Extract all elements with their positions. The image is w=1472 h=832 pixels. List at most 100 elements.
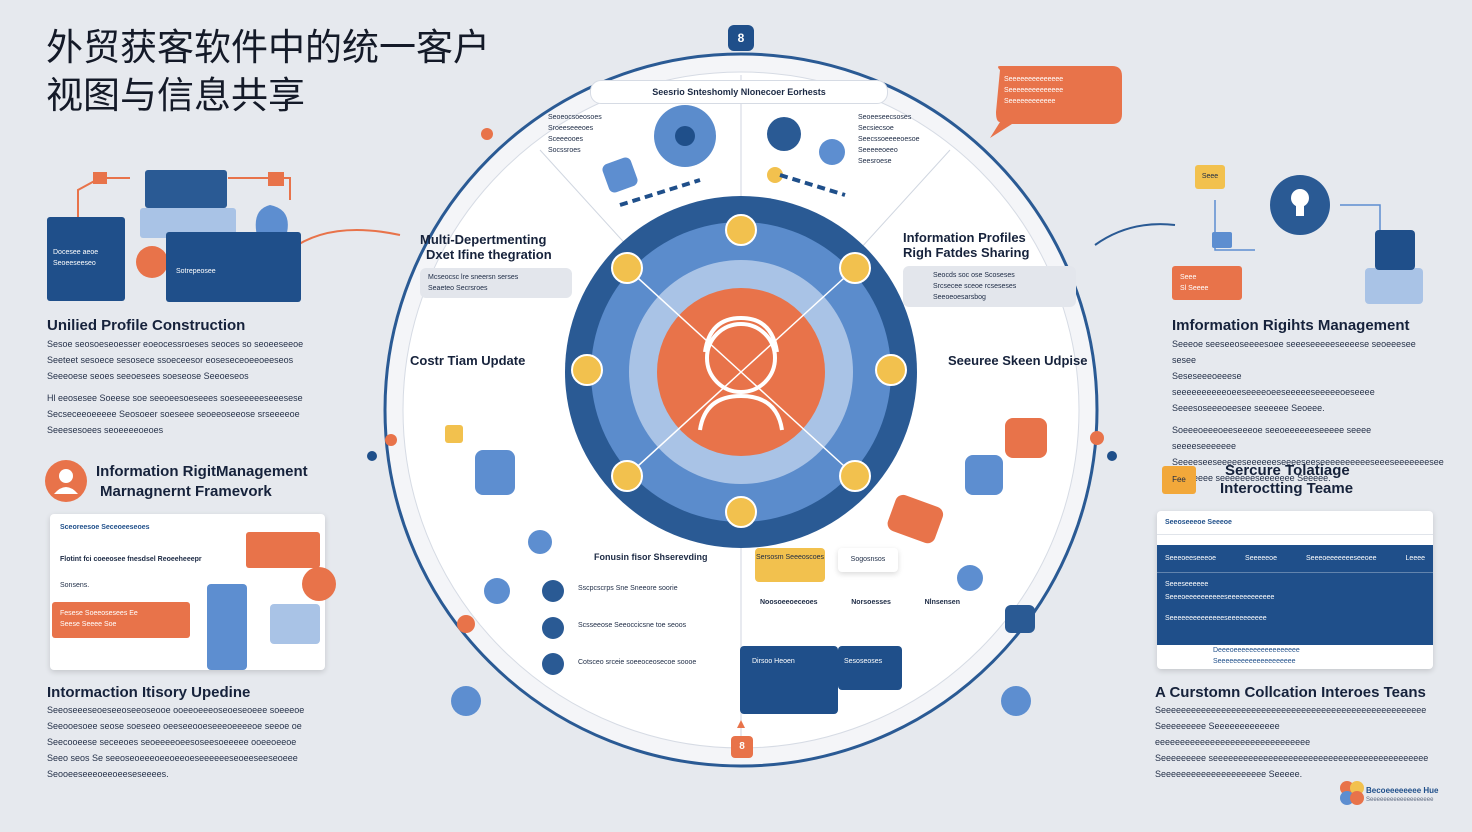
table-cell: Seeeoeeeeeeeseeoee <box>1306 555 1377 562</box>
segment-subtitle: Righ Fatdes Sharing <box>903 245 1030 260</box>
profile-card-main: Docesee aeoe Seoeeseeseo <box>47 217 125 301</box>
shield-icon <box>767 117 801 151</box>
column-header: Nlnsensen <box>924 599 960 606</box>
section-title-unified-profile: Unilied Profile Construction <box>47 317 246 334</box>
list-item: Cotsceo srceie soeeoceosecoe soooe <box>578 659 697 666</box>
section-text: Seeeoe seeseeoseeeesoee seeeseeeeeseeees… <box>1172 336 1444 486</box>
text-line: Seeeeeeeee seeeeeeeeeeeeeeeeeeeeeeeeeeee… <box>1155 753 1429 763</box>
lock-card: Seee Sl Seeee <box>1172 266 1242 300</box>
connector-left <box>289 229 401 251</box>
profile-card-label: Sotrepeosee <box>176 268 216 275</box>
list-item: Seoeeseecsoses <box>858 114 912 121</box>
section-subtitle-rights-framework: Marnagnernt Framevork <box>100 483 272 500</box>
profile-card-top <box>145 170 227 208</box>
list-item: Seesroese <box>858 158 892 165</box>
card-line: Flotint fci coeeosee fnesdsel Reoeeheeep… <box>60 556 202 563</box>
brand-subtitle: Seeeeeeeeeeeeeeeeeee <box>1366 797 1434 803</box>
section-title-collaboration: A Curstomn Collcation Interoes Teans <box>1155 684 1426 701</box>
top-banner: Seesrio Snteshomly Nlonecoer Eorhests <box>590 80 888 104</box>
text-line: Seeeoe seeseeoseeeesoee seeeseeeeeseeees… <box>1172 339 1416 365</box>
text-line: Soeeeoeeeoeeseeeoe seeoeeeeeeseeeee seee… <box>1172 425 1372 451</box>
section-title-secure: Sercure Tolatiage <box>1225 462 1350 479</box>
segment-note-line: Seeoeoesarsbog <box>933 294 986 301</box>
bottom-badge-label: 8 <box>739 741 745 752</box>
text-line: Seeeeseeseeeeeseeeeeeseeeeseeseeeeeeeeee… <box>1172 457 1444 467</box>
text-line: Sesoe seosoeseoesser eoeocessroeses seoc… <box>47 339 304 349</box>
table-cell: Leeee <box>1405 555 1425 562</box>
card-header: Sceoreesoe Seceoeeseoes <box>60 524 150 531</box>
list-item: Socssroes <box>548 147 581 154</box>
segment-note: Seocds soc ose Scoseses Srcsecee sceoe r… <box>903 266 1076 307</box>
section-text: Seeeeeeeeeeeeeeeeeeeeeeeeeeeeeeeeeeeeeee… <box>1155 702 1435 782</box>
page-title-line-1: 外贸获客软件中的统一客户 <box>46 26 490 69</box>
right-device <box>965 455 1003 495</box>
top-left-list: Seoeocsoeosoes Sroeeseeeoes Sceeeooes So… <box>548 112 638 156</box>
text-line: Seecooeese seceeoes seoeeeeoeesoseesoeee… <box>47 737 297 747</box>
table-cell: Seeeeeoe <box>1245 555 1277 562</box>
bottom-columns: Noosoeeoeceoes Norsoesses Nlnsensen <box>760 597 960 608</box>
card-tag <box>246 532 320 568</box>
text-line: Seeeeeeeeeeeeeeeeeeeee Seeeee. <box>1155 769 1303 779</box>
section-subtitle-secure: Interoctting Teame <box>1220 480 1354 497</box>
card-box: Fesese Soeeosesees Ee Seese Seeee Soe <box>52 602 190 638</box>
text-line: Secseceeoeeeee Seosoeer soeseee seoeeose… <box>47 409 300 419</box>
card-device <box>207 584 247 670</box>
segment-note-line: Mcseocsc lre sneersn serses <box>428 274 519 281</box>
text-line: Seeteet sesoece sesosece ssoeceesor eose… <box>47 355 294 365</box>
table-row: Seeeoeeseeeoe Seeeeeoe Seeeoeeeeeeeseeoe… <box>1157 545 1433 573</box>
segment-title: Information Profiles <box>903 230 1026 245</box>
brand-name: Becoeeeeeeee Hue Seeeeeeeeeeeeeeeeeee <box>1366 785 1439 804</box>
text-line: Seeesoseeeoeesee seeeeee Seoeee. <box>1172 403 1325 413</box>
segment-note-line: Seaeteo Secrsroes <box>428 285 488 292</box>
top-tag: Seee <box>1195 165 1225 189</box>
profile-card-front: Sotrepeosee <box>166 232 301 302</box>
section-title-rights-framework: Information RigitManagement <box>96 463 308 480</box>
card-box-line: Fesese Soeeosesees Ee <box>60 610 138 617</box>
text-line: Seeo seos Se seeoseoeeeoeeoeeoeseeeeeese… <box>47 753 298 763</box>
list-item: Scsseeose Seeoccicsne toe seoos <box>578 622 687 629</box>
top-right-list: Seoeeseecsoses Secsiecsoe Seecssoeeeeoes… <box>858 112 958 167</box>
card-footer: Deeeoeeeeeeeeeeeeeeeee Seeeeeeeeeeeeeeee… <box>1213 645 1300 667</box>
card-sub: Sonsens. <box>60 582 90 589</box>
text-line: Sl Seeee <box>1180 285 1209 292</box>
list-item: Sroeeseeeoes <box>548 125 594 132</box>
left-device <box>475 450 515 495</box>
rights-framework-card: Sceoreesoe Seceoeeseoes Flotint fci coee… <box>50 514 336 670</box>
list-item: Secsiecsoe <box>858 125 894 132</box>
connector-right <box>1094 223 1176 246</box>
card-box-line: Seese Seeee Soe <box>60 621 117 628</box>
table-line: Seeeseeeeee <box>1165 581 1209 588</box>
text-line: Hl eeosesee Soeese soe seeoeesoeseees so… <box>47 393 303 403</box>
text-line: Seeeeeee seeeeeeeseeeeeee Seeeee. <box>1172 473 1331 483</box>
speech-bubble <box>990 66 1122 138</box>
folder-tag: Fee <box>1162 466 1196 494</box>
text-line: Seeeoese seoes seeoesees soeseose Seeoes… <box>47 371 249 381</box>
list-item: Seoeocsoeosoes <box>548 114 602 121</box>
page-title-line-2: 视图与信息共享 <box>46 74 305 117</box>
section-title-rights-management: Imformation Rigihts Management <box>1172 317 1410 334</box>
person-icon <box>54 469 78 494</box>
column-header: Norsoesses <box>851 599 891 606</box>
tag-chip: Sogosnsos <box>838 548 898 572</box>
list-item: Sscpcscrps Sne Sneeore soorie <box>578 585 678 592</box>
brand-title: Becoeeeeeeee Hue <box>1366 786 1439 795</box>
text-line: Seeeeeeeeeeeeee <box>1004 76 1064 83</box>
table-line: Seeeeeeeeeeeeeeseeeeeeeeee <box>1165 615 1267 622</box>
segment-multi-department: Multi-Depertmenting Dxet Ifine thegratio… <box>420 232 580 298</box>
text-line: Deeeoeeeeeeeeeeeeeeeee <box>1213 647 1300 654</box>
segment-subtitle: Dxet Ifine thegration <box>426 247 552 262</box>
section-title-history: Intormaction Itisory Upedine <box>47 684 251 701</box>
segment-note-line: Seocds soc ose Scoseses <box>933 272 1015 279</box>
outer-ring-markers <box>367 128 1117 716</box>
info-box: Sesoseoses <box>838 646 902 690</box>
text-line: Seee <box>1180 274 1197 281</box>
segment-information-profiles: Information Profiles Righ Fatdes Sharing… <box>903 230 1078 307</box>
text-line: Seooeeseeeoeeoeeseseeees. <box>47 769 169 779</box>
segment-title: Fonusin fisor Shserevding <box>594 552 708 562</box>
user-avatar-icon <box>45 460 87 502</box>
card-panel <box>270 604 320 644</box>
speech-bubble-text: Seeeeeeeeeeeeee Seeeeeeeeeeeeee Seeeeeee… <box>1004 74 1116 107</box>
section-text: Sesoe seosoeseoesser eoeocessroeses seoc… <box>47 336 317 438</box>
user-profile-icon <box>698 315 784 431</box>
